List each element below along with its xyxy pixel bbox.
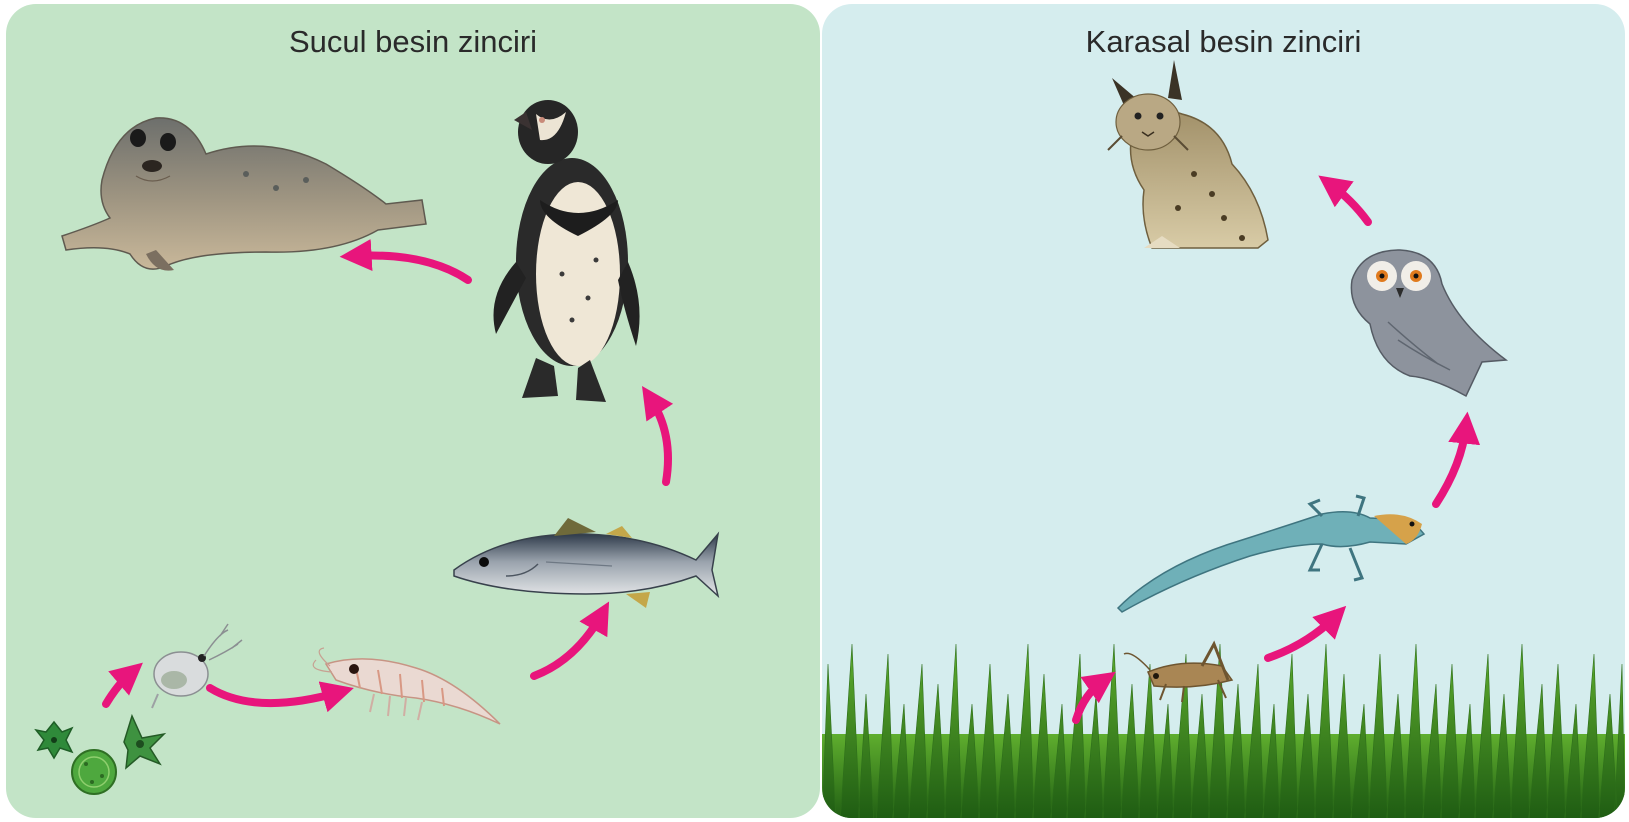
grasshopper-illustration	[1124, 644, 1232, 702]
arrow-krill-to-tuna	[534, 614, 602, 676]
krill-illustration	[313, 648, 500, 724]
seal-illustration	[62, 118, 426, 271]
aquatic-food-chain-panel: Sucul besin zinciri	[6, 4, 820, 818]
aquatic-scene	[6, 4, 820, 818]
arrow-phytoplankton-to-zooplankton	[106, 672, 132, 704]
lizard-illustration	[1118, 496, 1424, 612]
penguin-illustration	[494, 100, 640, 402]
arrow-owl-to-lynx	[1330, 184, 1368, 222]
terrestrial-food-chain-panel: Karasal besin zinciri	[822, 4, 1625, 818]
arrow-zooplankton-to-krill	[210, 688, 340, 703]
owl-illustration	[1351, 250, 1506, 396]
terrestrial-scene	[822, 4, 1625, 818]
phytoplankton-illustration	[36, 716, 164, 794]
lynx-illustration	[1108, 60, 1268, 248]
arrow-lizard-to-owl	[1436, 426, 1466, 504]
arrow-penguin-to-seal	[354, 256, 468, 281]
arrow-tuna-to-penguin	[650, 398, 668, 482]
tuna-illustration	[454, 518, 718, 608]
